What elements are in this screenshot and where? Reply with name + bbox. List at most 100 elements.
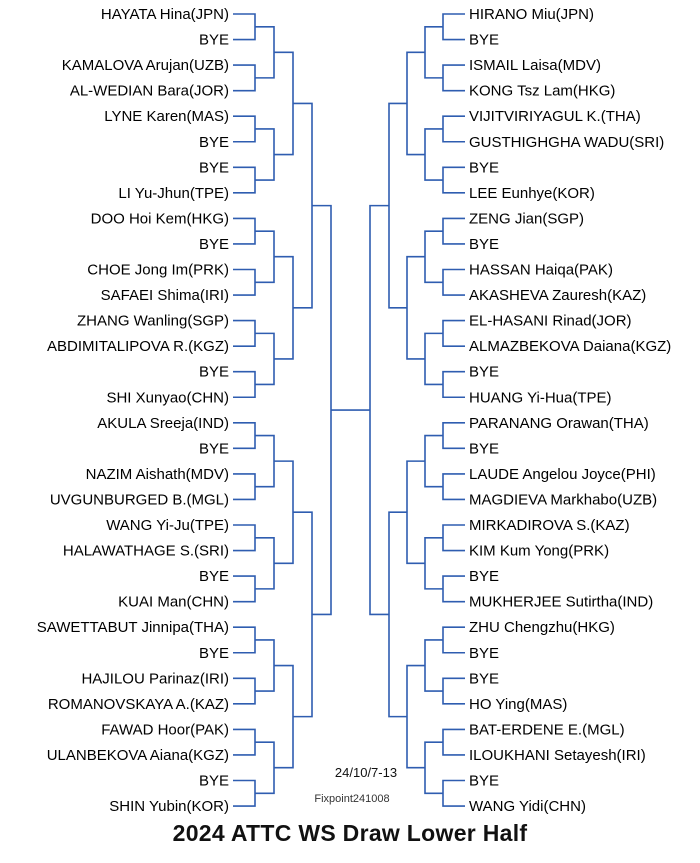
right-player-18: BYE [469,440,499,457]
left-player-28: ROMANOVSKAYA A.(KAZ) [48,696,229,713]
right-player-1: HIRANO Miu(JPN) [469,6,594,23]
left-half-players: HAYATA Hina(JPN) BYE KAMALOVA Arujan(UZB) A… [37,6,229,815]
left-bracket-r1-m8 [233,370,256,399]
left-bracket-r1-m10 [233,473,256,501]
left-bracket-r2-m3 [255,230,275,284]
left-bracket-r3-m2 [274,255,294,360]
right-player-4: KONG Tsz Lam(HKG) [469,83,615,100]
right-bracket-r1-m15 [442,728,465,756]
left-bracket-r2-m1 [255,25,275,79]
right-player-17: PARANANG Orawan(THA) [469,415,649,432]
left-bracket-r1-m5 [233,217,256,245]
right-bracket-r2-m1 [424,25,443,79]
right-bracket-r1-m11 [442,524,465,552]
right-player-28: HO Ying(MAS) [469,696,567,713]
left-bracket-r2-m8 [255,741,275,795]
right-player-21: MIRKADIROVA S.(KAZ) [469,517,630,534]
right-bracket-r1-m7 [442,319,465,347]
right-player-3: ISMAIL Laisa(MDV) [469,57,601,74]
left-player-1: HAYATA Hina(JPN) [101,6,229,23]
right-bracket-r1-m1 [442,13,465,41]
left-bracket-r1-m1 [233,13,256,41]
right-bracket-r1-m3 [442,115,465,143]
left-player-24: KUAI Man(CHN) [118,594,229,611]
left-bracket-r1-m9 [233,422,256,450]
left-player-29: FAWAD Hoor(PAK) [101,721,229,738]
right-player-15: BYE [469,364,499,381]
left-player-8: LI Yu-Jhun(TPE) [118,185,229,202]
right-bracket-r2-m8 [424,741,443,795]
right-player-12: AKASHEVA Zauresh(KAZ) [469,287,646,304]
left-player-3: KAMALOVA Arujan(UZB) [62,57,229,74]
left-bracket-r2-m6 [255,536,275,590]
left-bracket-r3-m1 [274,51,294,156]
left-player-32: SHIN Yubin(KOR) [109,798,229,815]
right-bracket-r3-m4 [406,664,425,769]
left-player-31: BYE [199,773,229,790]
left-bracket-r2-m4 [255,332,275,386]
right-bracket-r1-m13 [442,626,465,654]
right-bracket-r3-m3 [406,460,425,565]
right-bracket-r5-m1 [369,204,389,616]
right-bracket-r1-m4 [442,166,465,194]
left-bracket-r3-m4 [274,664,294,769]
right-player-6: GUSTHIGHGHA WADU(SRI) [469,134,664,151]
right-player-11: HASSAN Haiqa(PAK) [469,262,613,279]
right-bracket-r4-m2 [388,511,407,718]
right-player-23: BYE [469,568,499,585]
left-bracket-r1-m7 [233,319,256,347]
left-player-9: DOO Hoi Kem(HKG) [91,210,229,227]
right-player-9: ZENG Jian(SGP) [469,210,584,227]
left-bracket-r1-m16 [233,779,256,807]
right-player-8: LEE Eunhye(KOR) [469,185,595,202]
event-dates: 24/10/7-13 [335,765,397,780]
right-bracket-r1-m9 [442,422,465,450]
right-player-10: BYE [469,236,499,253]
left-bracket-r1-m13 [233,626,256,654]
left-player-30: ULANBEKOVA Aiana(KGZ) [47,747,229,764]
left-player-20: UVGUNBURGED B.(MGL) [50,491,229,508]
left-player-27: HAJILOU Parinaz(IRI) [81,670,229,687]
left-player-15: BYE [199,364,229,381]
left-bracket-r2-m5 [255,434,275,488]
left-bracket-r2-m2 [255,128,275,181]
left-bracket-r4-m2 [293,511,313,718]
left-bracket-r2-m7 [255,639,275,692]
right-player-22: KIM Kum Yong(PRK) [469,543,609,560]
right-bracket-r1-m8 [442,370,465,399]
left-player-18: BYE [199,440,229,457]
right-bracket-r2-m3 [424,230,443,284]
right-bracket-r3-m2 [406,255,425,360]
left-bracket-r1-m4 [233,166,256,194]
right-player-26: BYE [469,645,499,662]
right-bracket-r1-m14 [442,677,465,705]
right-bracket-r1-m6 [442,268,465,296]
left-player-17: AKULA Sreeja(IND) [97,415,229,432]
right-bracket-r1-m5 [442,217,465,245]
right-player-24: MUKHERJEE Sutirtha(IND) [469,594,653,611]
left-bracket-r3-m3 [274,460,294,565]
left-player-7: BYE [199,159,229,176]
right-bracket-r1-m16 [442,779,465,807]
right-half-players: HIRANO Miu(JPN) BYE ISMAIL Laisa(MDV) KONG … [469,6,671,815]
left-player-10: BYE [199,236,229,253]
left-player-2: BYE [199,32,229,49]
left-bracket-r1-m11 [233,524,256,552]
right-player-20: MAGDIEVA Markhabo(UZB) [469,491,657,508]
left-player-14: ABDIMITALIPOVA R.(KGZ) [47,338,229,355]
left-bracket-r1-m6 [233,268,256,296]
right-bracket-r2-m2 [424,128,443,181]
right-bracket-r4-m1 [388,102,407,309]
left-player-25: SAWETTABUT Jinnipa(THA) [37,619,229,636]
left-player-13: ZHANG Wanling(SGP) [77,313,229,330]
right-bracket-r1-m2 [442,64,465,92]
left-player-11: CHOE Jong Im(PRK) [87,262,229,279]
right-bracket-r2-m4 [424,332,443,386]
right-player-2: BYE [469,32,499,49]
right-bracket-r2-m6 [424,536,443,590]
right-player-32: WANG Yidi(CHN) [469,798,586,815]
left-bracket-r1-m3 [233,115,256,143]
bracket-lines [233,13,465,807]
left-player-26: BYE [199,645,229,662]
